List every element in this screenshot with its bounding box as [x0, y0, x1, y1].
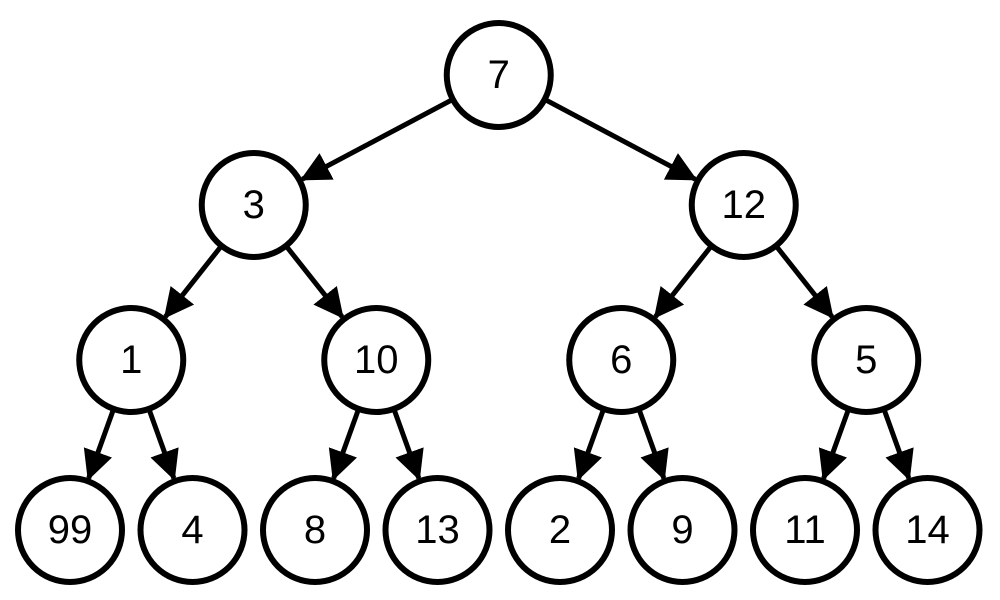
- node-circle: [260, 475, 370, 585]
- edge-12-to-5: [775, 245, 835, 319]
- edge-1-to-99: [83, 409, 116, 481]
- edge-6-to-2: [573, 409, 606, 481]
- nodes-layer: 7 3 12 1 10 6 5 99 4 8 13 2 9 11 14: [15, 20, 983, 585]
- node-circle: [15, 475, 125, 585]
- node-circle: [627, 475, 738, 585]
- tree-node-99: 99: [15, 475, 125, 585]
- edge-1-to-4: [147, 409, 179, 481]
- node-label: 9: [671, 508, 693, 552]
- node-circle: [872, 475, 983, 585]
- node-circle: [137, 475, 248, 585]
- edge-3-to-1: [163, 245, 223, 319]
- tree-node-7: 7: [443, 20, 554, 130]
- node-label: 10: [354, 338, 399, 382]
- node-circle: [321, 305, 432, 415]
- node-label: 4: [181, 508, 203, 552]
- edge-10-to-8: [328, 409, 361, 481]
- tree-node-5: 5: [811, 305, 922, 415]
- node-circle: [566, 305, 677, 415]
- edge-5-to-14: [882, 409, 914, 481]
- node-circle: [198, 150, 309, 260]
- tree-node-3: 3: [198, 150, 309, 260]
- tree-node-1: 1: [76, 305, 187, 415]
- node-circle: [688, 150, 799, 260]
- node-label: 14: [905, 508, 950, 552]
- edge-10-to-13: [392, 409, 424, 481]
- edge-6-to-9: [637, 409, 669, 481]
- node-label: 5: [855, 338, 877, 382]
- node-label: 13: [415, 508, 460, 552]
- node-label: 12: [722, 183, 767, 227]
- tree-node-8: 8: [260, 475, 370, 585]
- tree-node-14: 14: [872, 475, 983, 585]
- edge-3-to-10: [285, 245, 345, 319]
- node-label: 7: [488, 53, 510, 97]
- node-label: 2: [549, 508, 571, 552]
- tree-node-4: 4: [137, 475, 248, 585]
- tree-node-9: 9: [627, 475, 738, 585]
- edges-layer: [83, 98, 914, 481]
- node-circle: [382, 475, 493, 585]
- node-circle: [505, 475, 615, 585]
- tree-node-6: 6: [566, 305, 677, 415]
- tree-node-13: 13: [382, 475, 493, 585]
- node-label: 99: [48, 508, 93, 552]
- tree-node-2: 2: [505, 475, 615, 585]
- tree-node-12: 12: [688, 150, 799, 260]
- node-label: 6: [610, 338, 632, 382]
- edge-7-to-3: [300, 98, 453, 182]
- node-label: 8: [304, 508, 326, 552]
- edge-7-to-12: [545, 98, 698, 182]
- tree-node-10: 10: [321, 305, 432, 415]
- node-label: 1: [120, 338, 142, 382]
- node-circle: [443, 20, 554, 130]
- node-label: 3: [243, 183, 265, 227]
- node-circle: [76, 305, 187, 415]
- node-circle: [811, 305, 922, 415]
- edge-12-to-6: [653, 245, 713, 319]
- node-label: 11: [784, 508, 826, 552]
- node-circle: [750, 475, 860, 585]
- tree-node-11: 11: [750, 475, 860, 585]
- edge-5-to-11: [818, 409, 851, 481]
